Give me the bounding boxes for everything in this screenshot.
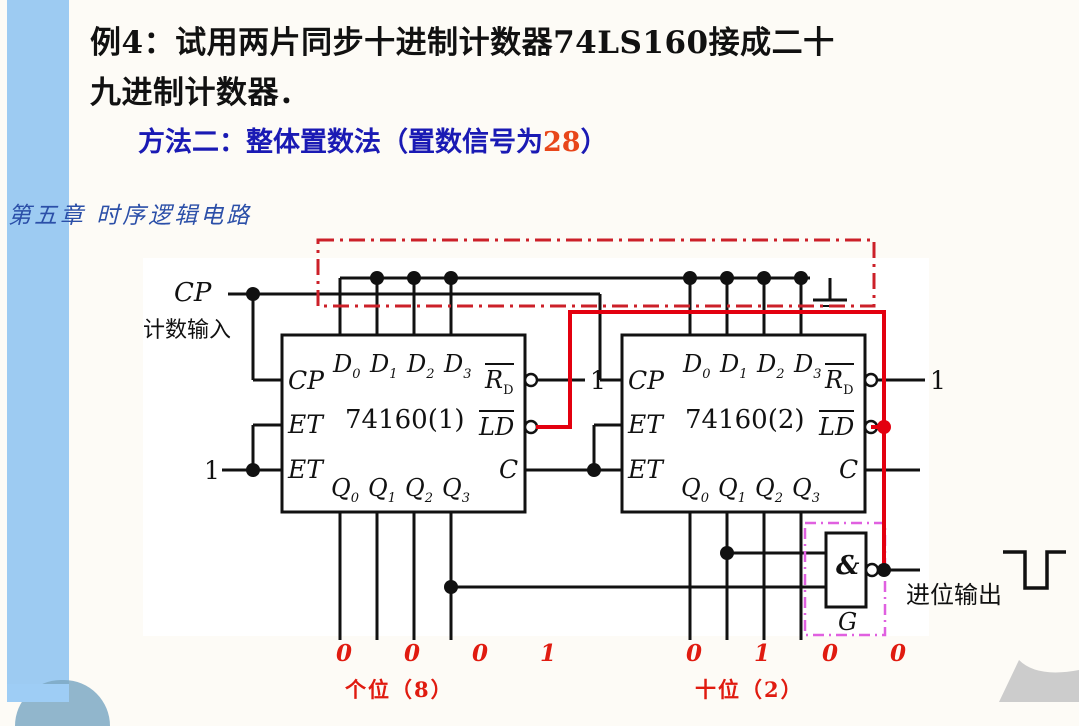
gate-name-label: G — [838, 608, 858, 636]
slide-left-accent-bar — [7, 0, 69, 702]
junction-dot — [794, 271, 808, 285]
junction-dot — [246, 463, 260, 477]
chip2-q2-pin-label: Q2 — [755, 474, 783, 506]
tens-caption: 十位（2） — [695, 677, 804, 702]
chip2-reset-tie-label: 1 — [930, 366, 946, 395]
chip1-carry-pin-label: C — [499, 455, 519, 484]
chip2-d3-pin-label: D3 — [794, 350, 822, 382]
units-caption: 个位（8） — [345, 677, 454, 702]
count-input-label: 计数输入 — [143, 318, 232, 343]
junction-dot — [370, 271, 384, 285]
units-digit-values: 0 0 0 1 — [336, 640, 579, 667]
chip1-load-pin-label: LD — [479, 410, 515, 442]
chip1-reset-tie-label: 1 — [590, 366, 606, 395]
chip1-d0-pin-label: D0 — [333, 350, 361, 382]
chip1-q3-pin-label: Q3 — [442, 474, 470, 506]
chip2-et-pin-label-1: ET — [628, 410, 663, 439]
title-line-2: 九进制计数器． — [90, 75, 311, 111]
chip1-q1-pin-label: Q1 — [368, 474, 396, 506]
chip1-q2-pin-label: Q2 — [405, 474, 433, 506]
slide-header: 例4：试用两片同步十进制计数器74LS160接成二十 九进制计数器． 方法二：整… — [90, 18, 1050, 162]
chip2-d0-pin-label: D0 — [683, 350, 711, 382]
clock-input-label: CP — [174, 278, 212, 308]
decorative-corner-blob-overlay — [7, 684, 69, 702]
method-number: 28 — [543, 127, 581, 158]
page-curl-decoration — [959, 642, 1079, 702]
junction-dot — [683, 271, 697, 285]
junction-dot — [720, 271, 734, 285]
chip2-et-pin-label-2: ET — [628, 455, 663, 484]
junction-dot — [444, 271, 458, 285]
junction-dot — [587, 463, 601, 477]
nand-gate-bubble-icon — [864, 562, 880, 578]
chip1-part-name: 74160(1) — [345, 405, 465, 435]
chip2-cp-pin-label: CP — [628, 366, 664, 395]
carry-output-label: 进位输出 — [906, 581, 1002, 609]
chip1-ld-bubble-icon — [523, 419, 539, 435]
tens-digit-values: 0 1 0 0 — [686, 640, 929, 667]
preset-highlight-box — [316, 238, 876, 308]
method-suffix: ） — [580, 127, 608, 158]
chapter-footer: 第五章 时序逻辑电路 — [8, 203, 253, 229]
chip-body-74160-2 — [620, 333, 867, 514]
chip2-carry-pin-label: C — [839, 455, 859, 484]
chip1-rd-bubble-icon — [523, 372, 539, 388]
junction-dot-red — [877, 420, 891, 434]
junction-dot — [444, 580, 458, 594]
chip1-d1-pin-label: D1 — [370, 350, 398, 382]
chip2-d1-pin-label: D1 — [720, 350, 748, 382]
method-line: 方法二：整体置数法（置数信号为28） — [138, 124, 1050, 162]
load-feedback-path — [536, 310, 886, 570]
chip2-q3-pin-label: Q3 — [792, 474, 820, 506]
chip1-et-pin-label-1: ET — [288, 410, 323, 439]
junction-dot — [407, 271, 421, 285]
chip1-reset-pin-label: RD — [485, 363, 514, 406]
junction-dots — [246, 271, 808, 594]
junction-dot — [877, 563, 891, 577]
chip1-cp-pin-label: CP — [288, 366, 324, 395]
chip2-reset-pin-label: RD — [825, 363, 854, 406]
chip2-rd-bubble-icon — [863, 372, 879, 388]
chip1-d3-pin-label: D3 — [444, 350, 472, 382]
gate-highlight-box — [803, 521, 887, 637]
junction-dot — [246, 287, 260, 301]
chip-body-74160-1 — [280, 333, 527, 514]
negative-pulse-waveform-icon — [1003, 550, 1066, 590]
chip2-q1-pin-label: Q1 — [718, 474, 746, 506]
method-prefix: 方法二：整体置数法（置数信号为 — [138, 127, 543, 158]
chip1-q0-pin-label: Q0 — [331, 474, 359, 506]
chip1-et-pin-label-2: ET — [288, 455, 323, 484]
chip2-load-pin-label: LD — [819, 410, 855, 442]
chip2-q0-pin-label: Q0 — [681, 474, 709, 506]
logic-one-left-label: 1 — [204, 456, 220, 485]
junction-dot — [757, 271, 771, 285]
circuit-diagram — [222, 238, 1066, 640]
chip1-d2-pin-label: D2 — [407, 350, 435, 382]
junction-dot — [720, 546, 734, 560]
gate-symbol-label: & — [836, 551, 860, 581]
chip2-part-name: 74160(2) — [685, 405, 805, 435]
title-line-1: 例4：试用两片同步十进制计数器74LS160接成二十 — [90, 25, 835, 61]
chip2-d2-pin-label: D2 — [757, 350, 785, 382]
